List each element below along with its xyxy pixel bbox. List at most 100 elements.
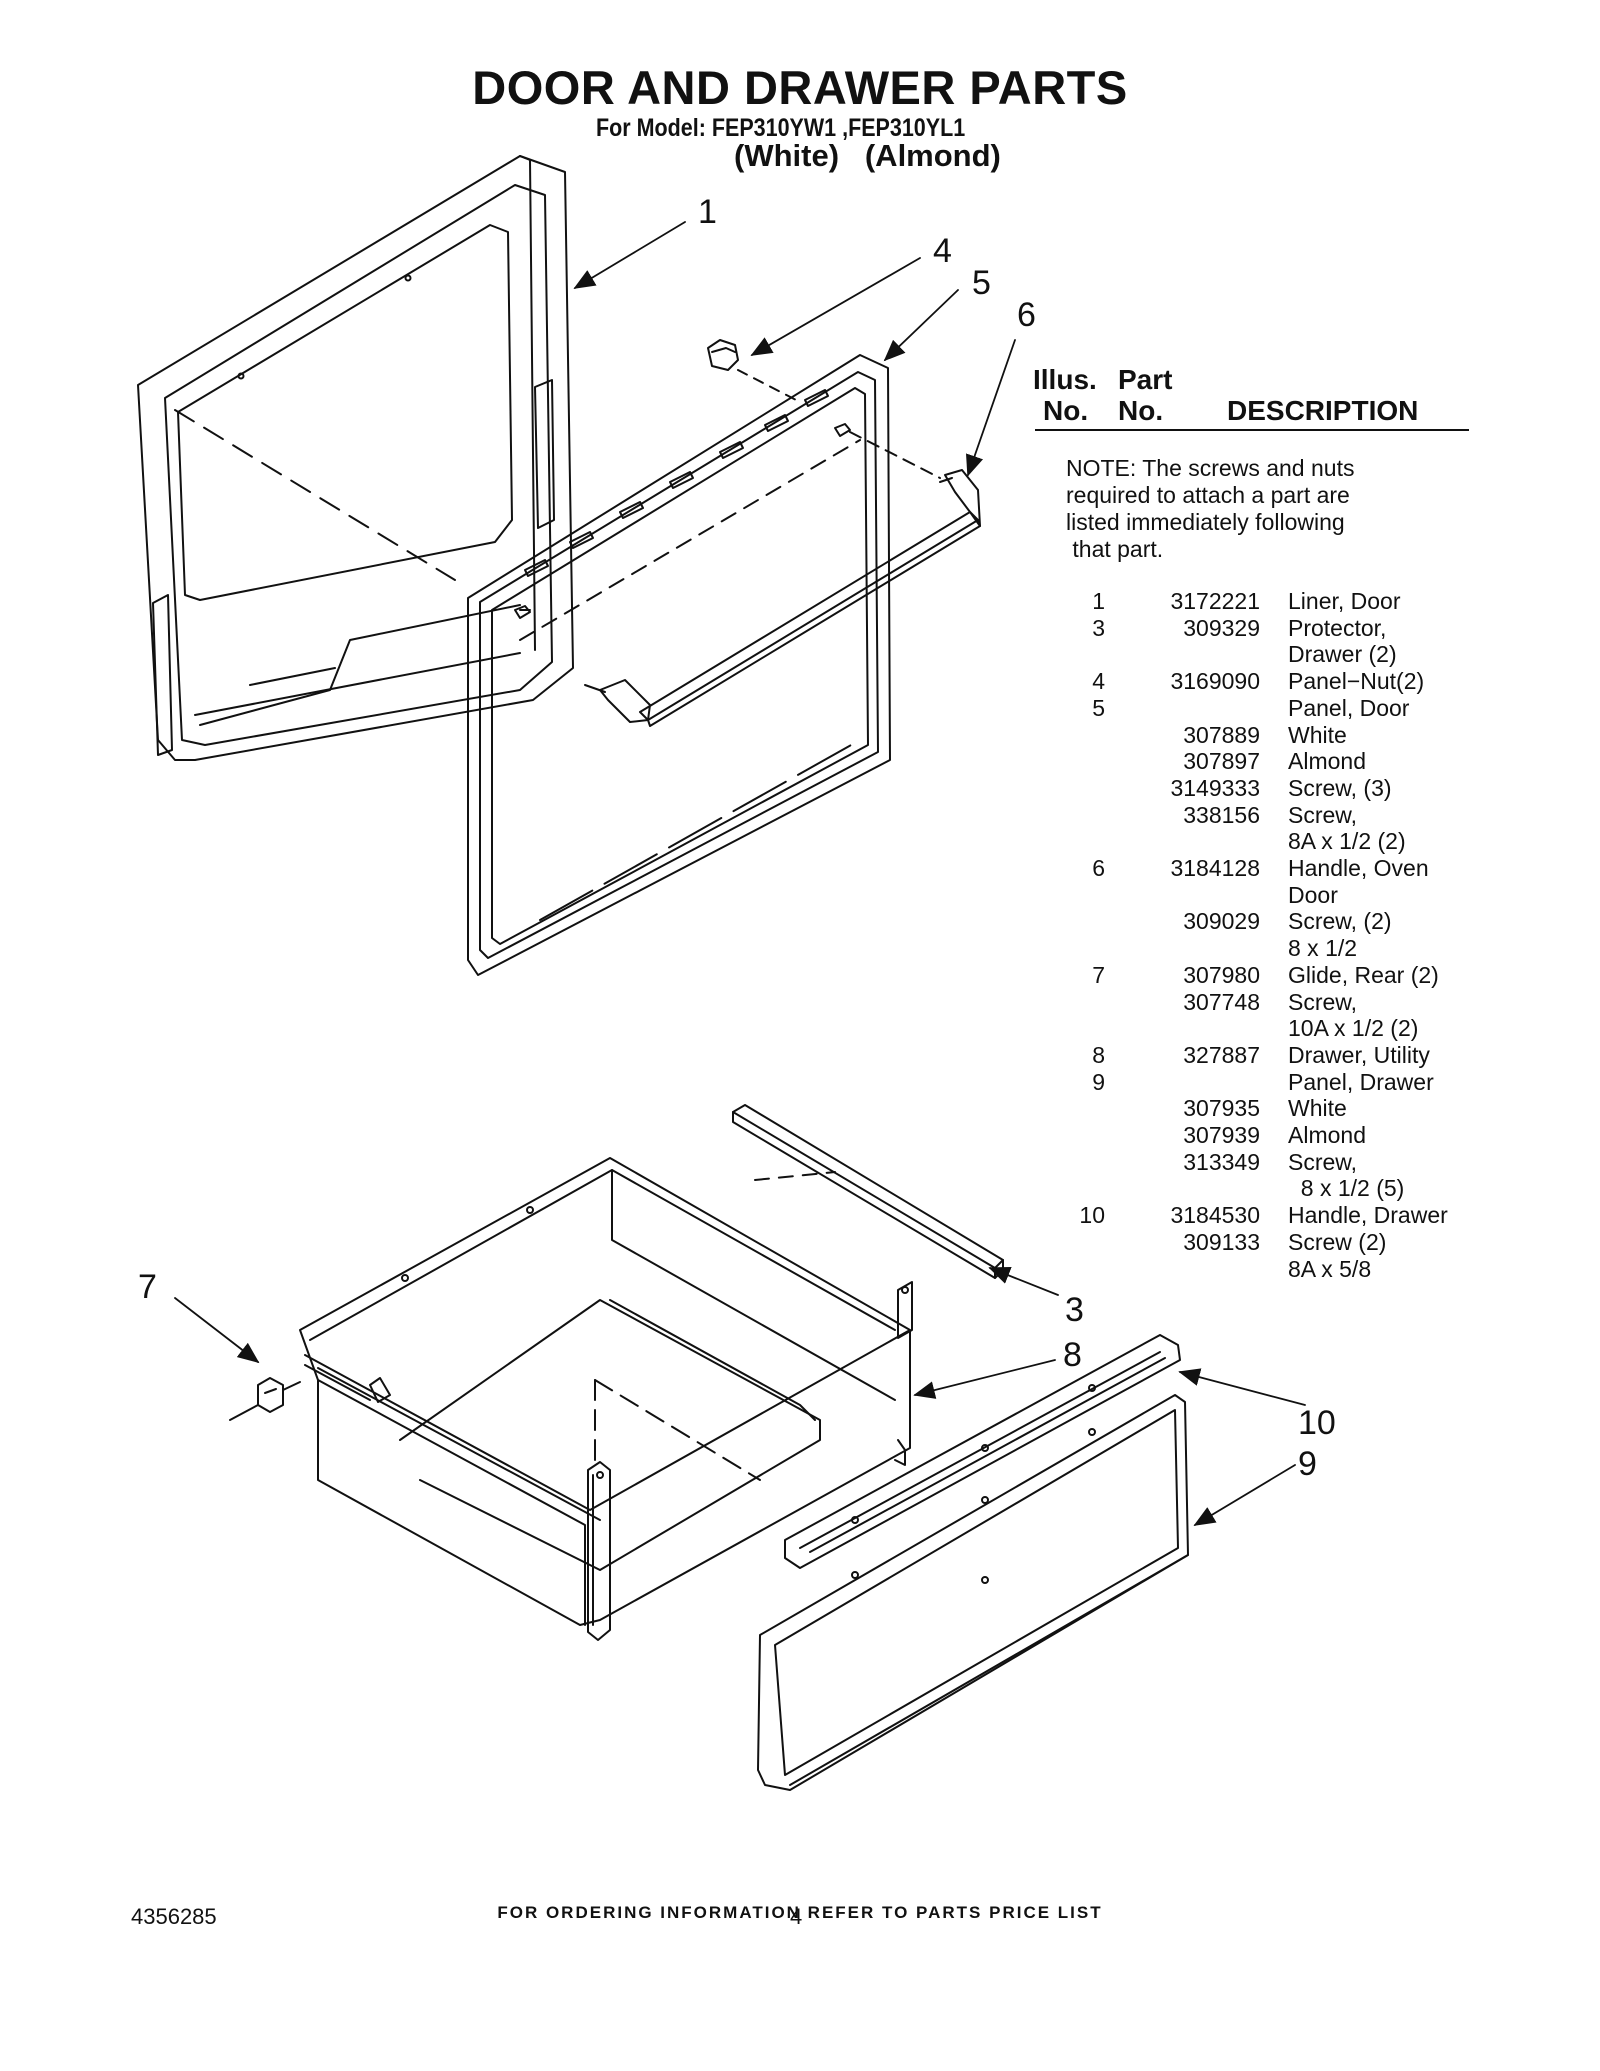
parts-row: 8A x 5/8	[1060, 1256, 1448, 1283]
illus-no-cell: 7	[1092, 961, 1105, 988]
illus-no-cell: 8	[1092, 1041, 1105, 1068]
callout-leaders	[174, 221, 1306, 1526]
description-cell: Screw,	[1288, 801, 1358, 828]
illus-no-cell: 6	[1092, 855, 1105, 882]
description-cell: Panel−Nut(2)	[1288, 668, 1425, 695]
description-cell: Drawer (2)	[1288, 641, 1397, 668]
parts-row: 10A x 1/2 (2)	[1060, 1015, 1448, 1042]
illus-no-cell	[1060, 882, 1105, 909]
callout-4: 4	[933, 232, 952, 270]
model-line: For Model: FEP310YW1 ,FEP310YL1	[596, 114, 966, 142]
part-no-cell: 309133	[1183, 1228, 1260, 1255]
door-liner-drawing	[137, 155, 574, 761]
part-no-cell	[1105, 882, 1260, 909]
illus-no-cell	[1060, 908, 1105, 935]
description-cell: Protector,	[1288, 614, 1387, 641]
illus-no-cell	[1060, 1149, 1105, 1176]
description-cell: Screw,	[1288, 1148, 1358, 1175]
col-description: DESCRIPTION	[1227, 395, 1419, 426]
callout-3: 3	[1065, 1291, 1084, 1329]
description-cell: Drawer, Utility	[1288, 1041, 1430, 1068]
part-no-cell: 307889	[1183, 721, 1260, 748]
part-no-cell	[1105, 1069, 1260, 1096]
part-no-cell: 307939	[1183, 1122, 1260, 1149]
col-illus-label: Illus.	[1033, 364, 1097, 395]
col-part-label: Part	[1118, 364, 1173, 395]
col-part-no: No.	[1118, 395, 1164, 426]
parts-row: 8 327887 Drawer, Utility	[1060, 1042, 1448, 1069]
part-no-cell	[1105, 641, 1260, 668]
callout-10: 10	[1298, 1404, 1336, 1442]
color-line: (White) (Almond)	[734, 138, 1001, 173]
illus-no-cell: 3	[1092, 614, 1105, 641]
illus-no-cell	[1060, 641, 1105, 668]
part-no-cell	[1105, 935, 1260, 962]
illus-no-cell	[1060, 748, 1105, 775]
illus-no-cell	[1060, 828, 1105, 855]
illus-no-cell	[1060, 1015, 1105, 1042]
description-cell: Screw (2)	[1288, 1228, 1387, 1255]
part-no-cell	[1105, 1015, 1260, 1042]
description-cell: Handle, Oven	[1288, 855, 1429, 882]
part-no-cell: 327887	[1183, 1041, 1260, 1068]
part-no-cell: 313349	[1183, 1148, 1260, 1175]
part-no-cell: 307980	[1183, 961, 1260, 988]
illus-no-cell	[1060, 1122, 1105, 1149]
page-number: 4	[790, 1904, 803, 1929]
description-cell: 8 x 1/2 (5)	[1288, 1175, 1405, 1202]
note-line: NOTE: The screws and nuts	[1066, 455, 1355, 481]
illus-no-cell: 1	[1092, 588, 1105, 614]
illus-no-cell	[1060, 1229, 1105, 1256]
description-cell: 8 x 1/2	[1288, 935, 1358, 962]
illus-no-cell	[1060, 935, 1105, 962]
parts-row: 309029 Screw, (2)	[1060, 908, 1448, 935]
part-no-cell: 309029	[1183, 908, 1260, 935]
utility-drawer-drawing	[299, 1157, 913, 1641]
parts-row: 8 x 1/2	[1060, 935, 1448, 962]
part-no-cell	[1105, 695, 1260, 722]
parts-row: Door	[1060, 882, 1448, 909]
illus-no-cell	[1060, 722, 1105, 749]
callout-5: 5	[972, 264, 991, 302]
description-cell: Panel, Drawer	[1288, 1068, 1434, 1095]
parts-row: 8A x 1/2 (2)	[1060, 828, 1448, 855]
header-rule	[1035, 429, 1469, 431]
illus-no-cell: 5	[1092, 694, 1105, 721]
rear-glide-drawing	[229, 1377, 301, 1421]
document-number: 4356285	[131, 1904, 217, 1929]
callout-1: 1	[698, 193, 717, 231]
parts-row: 307897 Almond	[1060, 748, 1448, 775]
part-no-cell: 3149333	[1170, 774, 1260, 801]
parts-row: 3149333 Screw, (3)	[1060, 775, 1448, 802]
illus-no-cell	[1060, 989, 1105, 1016]
col-illus-no: No.	[1043, 395, 1089, 426]
description-cell: White	[1288, 1095, 1347, 1122]
drawer-handle-drawing	[784, 1334, 1181, 1569]
description-cell: Screw,	[1288, 988, 1358, 1015]
page-title: DOOR AND DRAWER PARTS	[472, 61, 1128, 114]
note-line: required to attach a part are	[1066, 482, 1350, 508]
description-cell: Screw, (2)	[1288, 908, 1392, 935]
callout-8: 8	[1063, 1336, 1082, 1374]
part-no-cell: 307897	[1183, 748, 1260, 775]
part-no-cell	[1105, 1256, 1260, 1283]
callout-7: 7	[138, 1268, 157, 1306]
description-cell: Screw, (3)	[1288, 774, 1392, 801]
oven-door-handle-drawing	[584, 431, 981, 727]
description-cell: Liner, Door	[1288, 588, 1401, 614]
description-cell: 8A x 1/2 (2)	[1288, 828, 1406, 855]
note-line: that part.	[1066, 536, 1164, 562]
illus-no-cell: 10	[1079, 1202, 1105, 1229]
description-cell: Almond	[1288, 748, 1366, 775]
